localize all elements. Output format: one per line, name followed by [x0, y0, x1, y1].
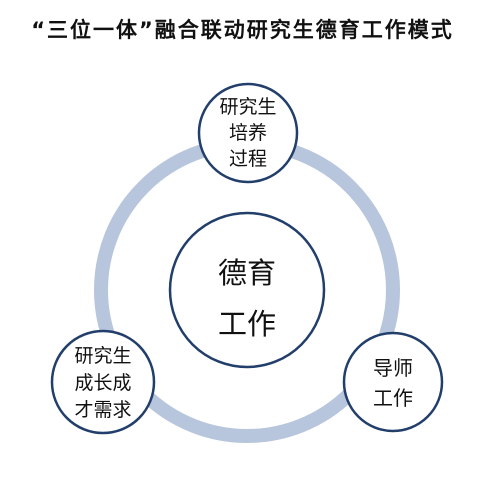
node-mentor-work-line-2: 工作 — [373, 386, 413, 410]
center-node-line-2: 工作 — [218, 307, 276, 341]
node-mentor-work-line-1: 导师 — [373, 356, 413, 380]
node-growth-needs: 研究生 成长成 才需求 — [50, 329, 156, 435]
node-growth-needs-circle — [50, 329, 156, 435]
node-mentor-work: 导师 工作 — [342, 331, 444, 433]
node-training-process-circle — [197, 82, 299, 184]
node-training-process-line-1: 研究生 — [219, 96, 276, 118]
center-node: 德育 工作 — [168, 211, 326, 369]
center-node-circle — [168, 211, 326, 369]
node-growth-needs-line-2: 成长成 — [74, 372, 131, 394]
node-growth-needs-line-3: 才需求 — [74, 399, 131, 421]
node-training-process: 研究生 培养 过程 — [197, 82, 299, 184]
node-growth-needs-line-1: 研究生 — [74, 345, 131, 367]
node-training-process-line-3: 过程 — [229, 148, 267, 170]
diagram-title: “三位一体”融合联动研究生德育工作模式 — [31, 18, 454, 42]
node-mentor-work-circle — [342, 331, 444, 433]
node-training-process-line-2: 培养 — [229, 122, 267, 144]
center-node-line-1: 德育 — [218, 256, 276, 290]
